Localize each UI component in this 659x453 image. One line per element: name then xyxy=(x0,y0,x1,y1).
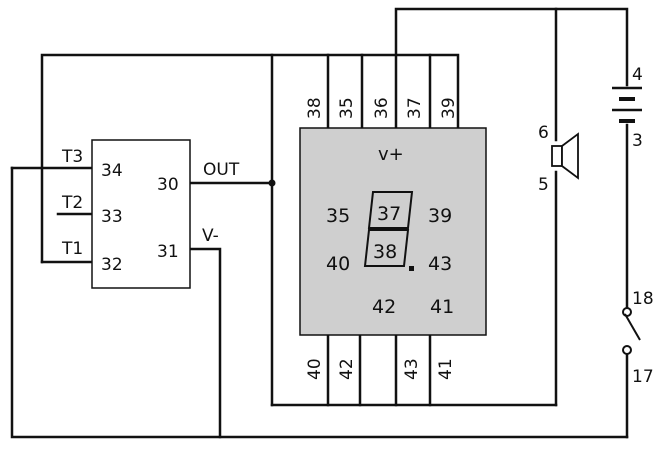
decimal-point-icon xyxy=(409,266,414,271)
timer-module: T3 T2 T1 34 33 32 30 31 OUT V- xyxy=(61,139,240,289)
switch-pin-17: 17 xyxy=(632,367,654,387)
bottom-pin-41: 41 xyxy=(436,358,456,380)
switch: 18 17 xyxy=(622,289,654,387)
inner-bottom-mid: 42 xyxy=(372,296,396,318)
module-body xyxy=(299,127,487,336)
pin-32-label: 32 xyxy=(101,255,123,275)
digit-frame-lower xyxy=(363,229,410,267)
display-module: 38 35 36 37 39 40 42 43 41 v+ 35 40 39 4… xyxy=(299,97,487,380)
pin-34-label: 34 xyxy=(101,161,123,181)
digit-frame-upper xyxy=(367,191,414,229)
switch-icon xyxy=(622,307,641,355)
top-pin-35: 35 xyxy=(337,97,357,119)
inner-right-lower: 43 xyxy=(428,253,452,275)
top-pin-38: 38 xyxy=(305,97,325,119)
digit-lower: 38 xyxy=(373,241,397,263)
inner-right-upper: 39 xyxy=(428,205,452,227)
switch-pin-18: 18 xyxy=(632,289,654,309)
battery: 4 3 xyxy=(612,65,643,151)
terminal-t1-label: T1 xyxy=(61,239,83,259)
digit-upper: 37 xyxy=(377,203,401,225)
speaker: 6 5 xyxy=(538,123,579,195)
bottom-pin-40: 40 xyxy=(305,358,325,380)
top-pin-39: 39 xyxy=(439,97,459,119)
timer-box xyxy=(91,139,191,289)
battery-pin-3: 3 xyxy=(632,131,643,151)
wire-top-bus xyxy=(40,53,460,264)
pin-31-label: 31 xyxy=(157,242,179,262)
pin-33-label: 33 xyxy=(101,207,123,227)
wire-vminus xyxy=(188,247,222,439)
battery-icon xyxy=(612,86,642,123)
speaker-pin-6: 6 xyxy=(538,123,549,143)
inner-left-upper: 35 xyxy=(326,205,350,227)
vminus-label: V- xyxy=(202,226,219,246)
wires xyxy=(10,7,629,439)
battery-pin-4: 4 xyxy=(632,65,643,85)
inner-left-lower: 40 xyxy=(326,253,350,275)
top-pin-36: 36 xyxy=(372,97,392,119)
terminal-t3-label: T3 xyxy=(61,147,83,167)
speaker-icon xyxy=(551,132,579,180)
bottom-pin-42: 42 xyxy=(337,358,357,380)
vplus-label: v+ xyxy=(378,144,404,165)
inner-bottom-right: 41 xyxy=(430,296,454,318)
top-pin-37: 37 xyxy=(405,97,425,119)
terminal-t2-label: T2 xyxy=(61,193,83,213)
junction-dot xyxy=(268,179,276,187)
bottom-pin-43: 43 xyxy=(402,358,422,380)
wire-37-to-battery xyxy=(394,7,629,130)
pin-30-label: 30 xyxy=(157,175,179,195)
speaker-pin-5: 5 xyxy=(538,175,549,195)
out-label: OUT xyxy=(203,160,240,180)
wire-bottom-bus-lower xyxy=(10,166,629,439)
